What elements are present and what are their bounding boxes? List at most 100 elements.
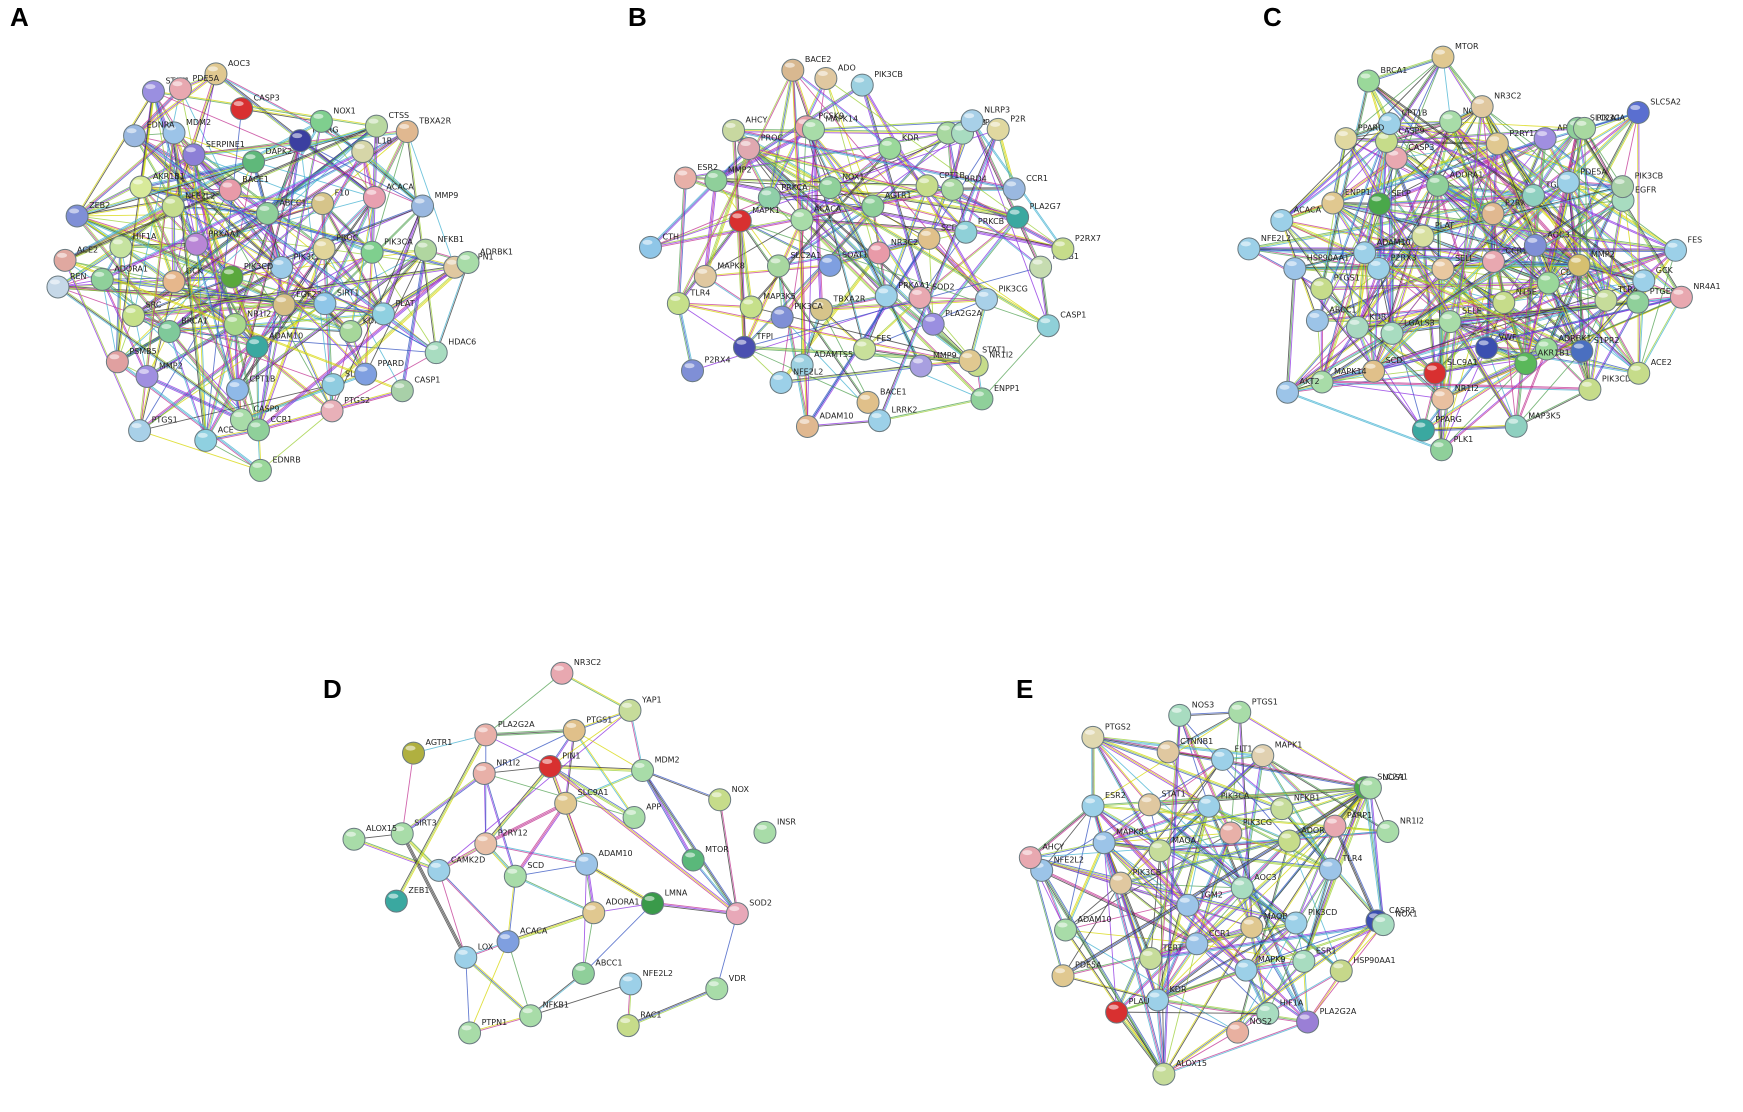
protein-node-circle[interactable]: [123, 124, 147, 148]
protein-node-circle[interactable]: [1431, 257, 1455, 281]
protein-node-circle[interactable]: [474, 723, 498, 747]
protein-node-circle[interactable]: [519, 1004, 543, 1028]
protein-node[interactable]: PIK3CB: [1109, 868, 1162, 895]
protein-node-circle[interactable]: [1536, 271, 1560, 295]
protein-node[interactable]: MMP2: [1567, 250, 1615, 277]
protein-node[interactable]: NOX1: [309, 106, 356, 133]
protein-node[interactable]: CPT1B: [1378, 109, 1428, 136]
protein-node[interactable]: MAPK1: [1251, 741, 1303, 768]
protein-node[interactable]: MAP3K5: [739, 292, 796, 319]
protein-node[interactable]: INSR: [753, 817, 796, 844]
protein-node-circle[interactable]: [342, 827, 366, 851]
protein-node[interactable]: P2R: [986, 114, 1026, 141]
protein-node-circle[interactable]: [218, 178, 242, 202]
protein-node-circle[interactable]: [1533, 127, 1557, 151]
protein-node-circle[interactable]: [1431, 45, 1455, 69]
protein-node-circle[interactable]: [1371, 913, 1395, 937]
protein-node[interactable]: PTGS2: [1081, 722, 1131, 749]
protein-node-circle[interactable]: [867, 241, 891, 265]
protein-node-circle[interactable]: [753, 820, 777, 844]
protein-node-circle[interactable]: [1321, 191, 1345, 215]
protein-node-circle[interactable]: [790, 208, 814, 232]
protein-node-circle[interactable]: [1168, 703, 1192, 727]
protein-node-circle[interactable]: [427, 858, 451, 882]
protein-node[interactable]: CCR1: [1002, 174, 1048, 201]
protein-node[interactable]: NFE2L2: [619, 969, 673, 996]
protein-node-circle[interactable]: [725, 902, 749, 926]
protein-node[interactable]: CASP1: [1036, 311, 1086, 338]
protein-node-circle[interactable]: [728, 209, 752, 233]
protein-node[interactable]: ADAM10: [1054, 915, 1112, 942]
protein-node[interactable]: ENPP1: [970, 384, 1020, 411]
protein-node[interactable]: PLA2G2A: [1296, 1007, 1357, 1034]
protein-node-circle[interactable]: [874, 284, 898, 308]
protein-node[interactable]: PIK3CG: [974, 284, 1028, 311]
protein-node-circle[interactable]: [354, 362, 378, 386]
protein-node[interactable]: ABCC1: [1305, 305, 1357, 332]
protein-node[interactable]: STAT1: [958, 346, 1006, 373]
protein-node[interactable]: ADORA1: [582, 898, 640, 925]
protein-node[interactable]: PTGS1: [562, 716, 612, 743]
protein-node-circle[interactable]: [1176, 893, 1200, 917]
protein-node-circle[interactable]: [1277, 829, 1301, 853]
protein-node-circle[interactable]: [364, 114, 388, 138]
protein-node-circle[interactable]: [105, 350, 129, 374]
protein-node[interactable]: CTH: [638, 232, 679, 259]
protein-node[interactable]: NR3C2: [867, 238, 918, 265]
protein-node[interactable]: KDR: [1146, 985, 1187, 1012]
protein-node[interactable]: NOX1: [818, 173, 864, 200]
protein-node-circle[interactable]: [641, 891, 665, 915]
protein-node-circle[interactable]: [1485, 132, 1509, 156]
protein-node[interactable]: PLAU: [1105, 997, 1150, 1024]
protein-node[interactable]: CASP3: [230, 94, 280, 121]
protein-node-circle[interactable]: [638, 235, 662, 259]
protein-node-circle[interactable]: [915, 174, 939, 198]
protein-node-circle[interactable]: [246, 418, 270, 442]
protein-node[interactable]: LOX: [454, 942, 494, 969]
protein-node[interactable]: PTGS1: [1310, 274, 1360, 301]
protein-node-circle[interactable]: [1664, 238, 1688, 262]
protein-node[interactable]: NFE2L2: [1237, 234, 1291, 261]
protein-node-circle[interactable]: [631, 759, 655, 783]
protein-node[interactable]: PARP1: [1323, 811, 1372, 838]
protein-node-circle[interactable]: [850, 73, 874, 97]
protein-node[interactable]: PROC: [737, 134, 784, 161]
protein-node-circle[interactable]: [769, 370, 793, 394]
protein-node[interactable]: PIK3CA: [1197, 791, 1250, 818]
protein-node-circle[interactable]: [1219, 821, 1243, 845]
protein-node[interactable]: CASP1: [390, 376, 440, 403]
protein-node[interactable]: SIRT1: [313, 289, 359, 316]
protein-node[interactable]: MTOR: [681, 845, 729, 872]
protein-node[interactable]: SELL: [1431, 254, 1475, 281]
protein-node[interactable]: PDE5A: [1051, 961, 1102, 988]
protein-node-circle[interactable]: [1230, 876, 1254, 900]
protein-node[interactable]: CCR1: [1481, 247, 1527, 274]
protein-node[interactable]: NR1I2: [1376, 817, 1424, 844]
protein-node-circle[interactable]: [732, 335, 756, 359]
protein-node-circle[interactable]: [921, 312, 945, 336]
protein-node[interactable]: PPARD: [1334, 124, 1384, 151]
protein-node-circle[interactable]: [225, 378, 249, 402]
protein-node-circle[interactable]: [693, 264, 717, 288]
protein-node[interactable]: PIK3CB: [270, 253, 323, 280]
protein-node-circle[interactable]: [616, 1014, 640, 1038]
protein-node-circle[interactable]: [1148, 839, 1172, 863]
protein-node-circle[interactable]: [184, 232, 208, 256]
protein-node-circle[interactable]: [861, 194, 885, 218]
protein-node[interactable]: PIK3CB: [1611, 172, 1664, 199]
protein-node[interactable]: SOAT1: [818, 250, 868, 277]
protein-node-circle[interactable]: [321, 373, 345, 397]
protein-node[interactable]: SOD2: [725, 899, 772, 926]
protein-node[interactable]: AKR1B1: [129, 172, 185, 199]
protein-node[interactable]: AHCY: [722, 115, 768, 142]
protein-node-circle[interactable]: [554, 791, 578, 815]
protein-node-circle[interactable]: [1105, 1000, 1129, 1024]
protein-node[interactable]: PRKAA1: [874, 281, 930, 308]
protein-node[interactable]: ACE2: [53, 245, 98, 272]
protein-node[interactable]: NR3C2: [1470, 92, 1521, 119]
protein-node-circle[interactable]: [970, 387, 994, 411]
protein-node-circle[interactable]: [1346, 315, 1370, 339]
protein-node[interactable]: ADAMTS5: [790, 350, 853, 377]
protein-node-circle[interactable]: [390, 379, 414, 403]
protein-node[interactable]: NOS1: [1358, 773, 1405, 800]
